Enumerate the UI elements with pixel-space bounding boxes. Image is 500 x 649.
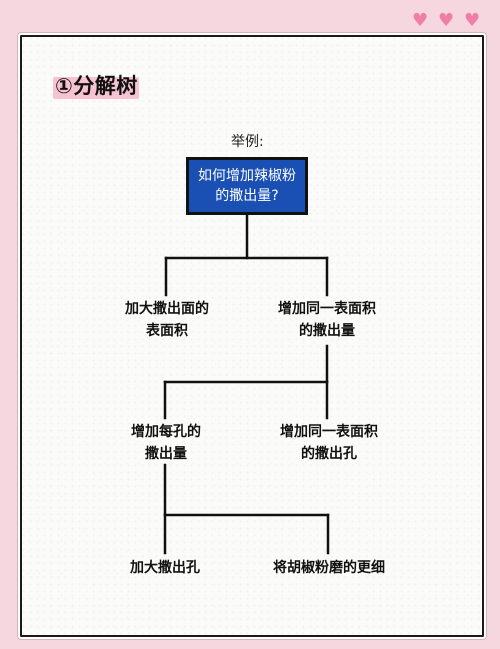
node-level2-right: 增加同一表面积 的撒出孔 — [280, 424, 378, 462]
heart-icon: ♥ — [464, 10, 481, 31]
node-level2-left: 增加每孔的 撒出量 — [131, 424, 201, 462]
root-node: 如何增加辣椒粉 的撒出量? — [186, 157, 308, 215]
heart-icon: ♥ — [412, 10, 429, 31]
note-card — [18, 33, 486, 639]
section-title: ①分解树 — [53, 70, 139, 100]
page-title: ①分解树 — [55, 74, 138, 98]
node-level3-right: 将胡椒粉磨的更细 — [273, 560, 385, 576]
node-level1-right: 增加同一表面积 的撒出量 — [278, 301, 376, 339]
heart-icons: ♥ ♥ ♥ — [412, 10, 481, 31]
root-node-label: 如何增加辣椒粉 的撒出量? — [198, 168, 296, 204]
heart-icon: ♥ — [438, 10, 455, 31]
node-level3-left: 加大撒出孔 — [130, 560, 200, 576]
node-level1-left: 加大撒出面的 表面积 — [125, 301, 209, 339]
example-label: 举例: — [231, 134, 264, 150]
title-highlight — [53, 77, 139, 99]
